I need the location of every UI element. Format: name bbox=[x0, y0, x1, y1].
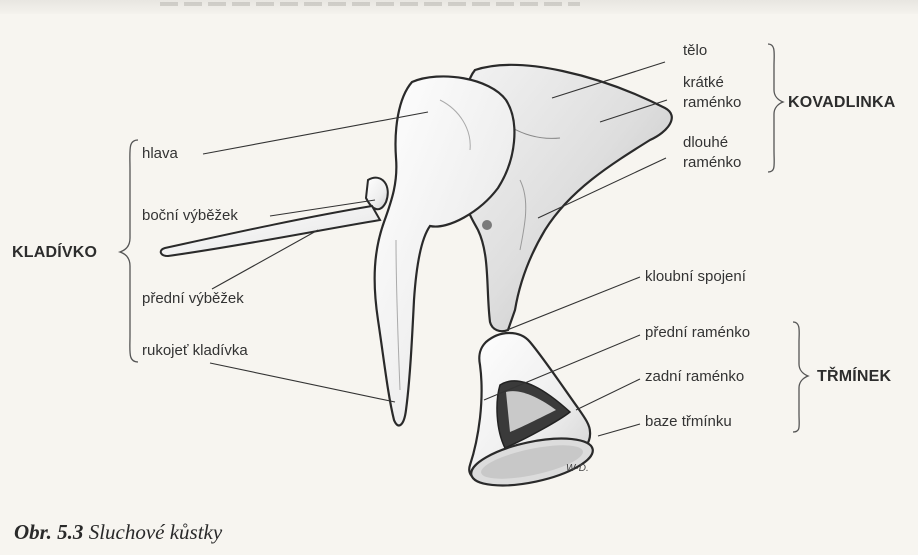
malleus-group-label: KLADÍVKO bbox=[12, 244, 97, 262]
figure-number: Obr. 5.3 bbox=[14, 520, 83, 544]
label-predni-ramenko: přední raménko bbox=[645, 324, 750, 342]
label-kloubni-spojeni: kloubní spojení bbox=[645, 268, 746, 286]
label-baze-trminku: baze třmínku bbox=[645, 413, 732, 431]
label-bocni-vybezek: boční výběžek bbox=[142, 207, 238, 225]
label-kratke-ramenko-line1: krátké bbox=[683, 74, 724, 92]
stapes-group-label: TŘMÍNEK bbox=[817, 368, 891, 386]
stapes-brace bbox=[793, 322, 808, 432]
label-dlouhe-ramenko-line2: raménko bbox=[683, 154, 741, 172]
artist-signature: W·D. bbox=[566, 460, 589, 478]
figure-title: Sluchové kůstky bbox=[89, 520, 223, 544]
incus-group-label: KOVADLINKA bbox=[788, 94, 895, 112]
label-zadni-ramenko: zadní raménko bbox=[645, 368, 744, 386]
label-telo: tělo bbox=[683, 42, 707, 60]
figure-caption: Obr. 5.3 Sluchové kůstky bbox=[14, 520, 222, 545]
label-rukojet-kladivka: rukojeť kladívka bbox=[142, 342, 248, 360]
incus-brace bbox=[768, 44, 783, 172]
label-kratke-ramenko-line2: raménko bbox=[683, 94, 741, 112]
malleus-brace bbox=[120, 140, 138, 362]
label-hlava: hlava bbox=[142, 145, 178, 163]
label-predni-vybezek: přední výběžek bbox=[142, 290, 244, 308]
label-dlouhe-ramenko-line1: dlouhé bbox=[683, 134, 728, 152]
